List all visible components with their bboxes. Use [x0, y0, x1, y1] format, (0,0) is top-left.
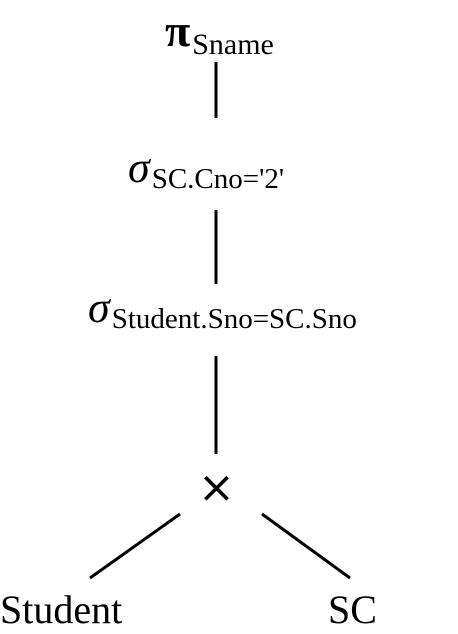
selection-cno-symbol: σ: [128, 143, 150, 192]
product-node: ×: [198, 462, 235, 513]
selection-cno-subscript: SC.Cno='2': [151, 163, 285, 195]
leaf-student: Student: [0, 587, 123, 632]
leaf-sc: SC: [328, 587, 377, 632]
projection-symbol: π: [165, 5, 191, 56]
edge-product-student: [89, 512, 181, 580]
projection-node: πSname: [165, 8, 274, 60]
selection-sno-subscript: Student.Sno=SC.Sno: [111, 303, 357, 335]
selection-sno-symbol: σ: [88, 283, 110, 332]
projection-subscript: Sname: [192, 28, 274, 61]
selection-cno-node: σSC.Cno='2': [128, 146, 284, 194]
selection-sno-node: σStudent.Sno=SC.Sno: [88, 286, 357, 334]
edge-product-sc: [261, 512, 351, 580]
